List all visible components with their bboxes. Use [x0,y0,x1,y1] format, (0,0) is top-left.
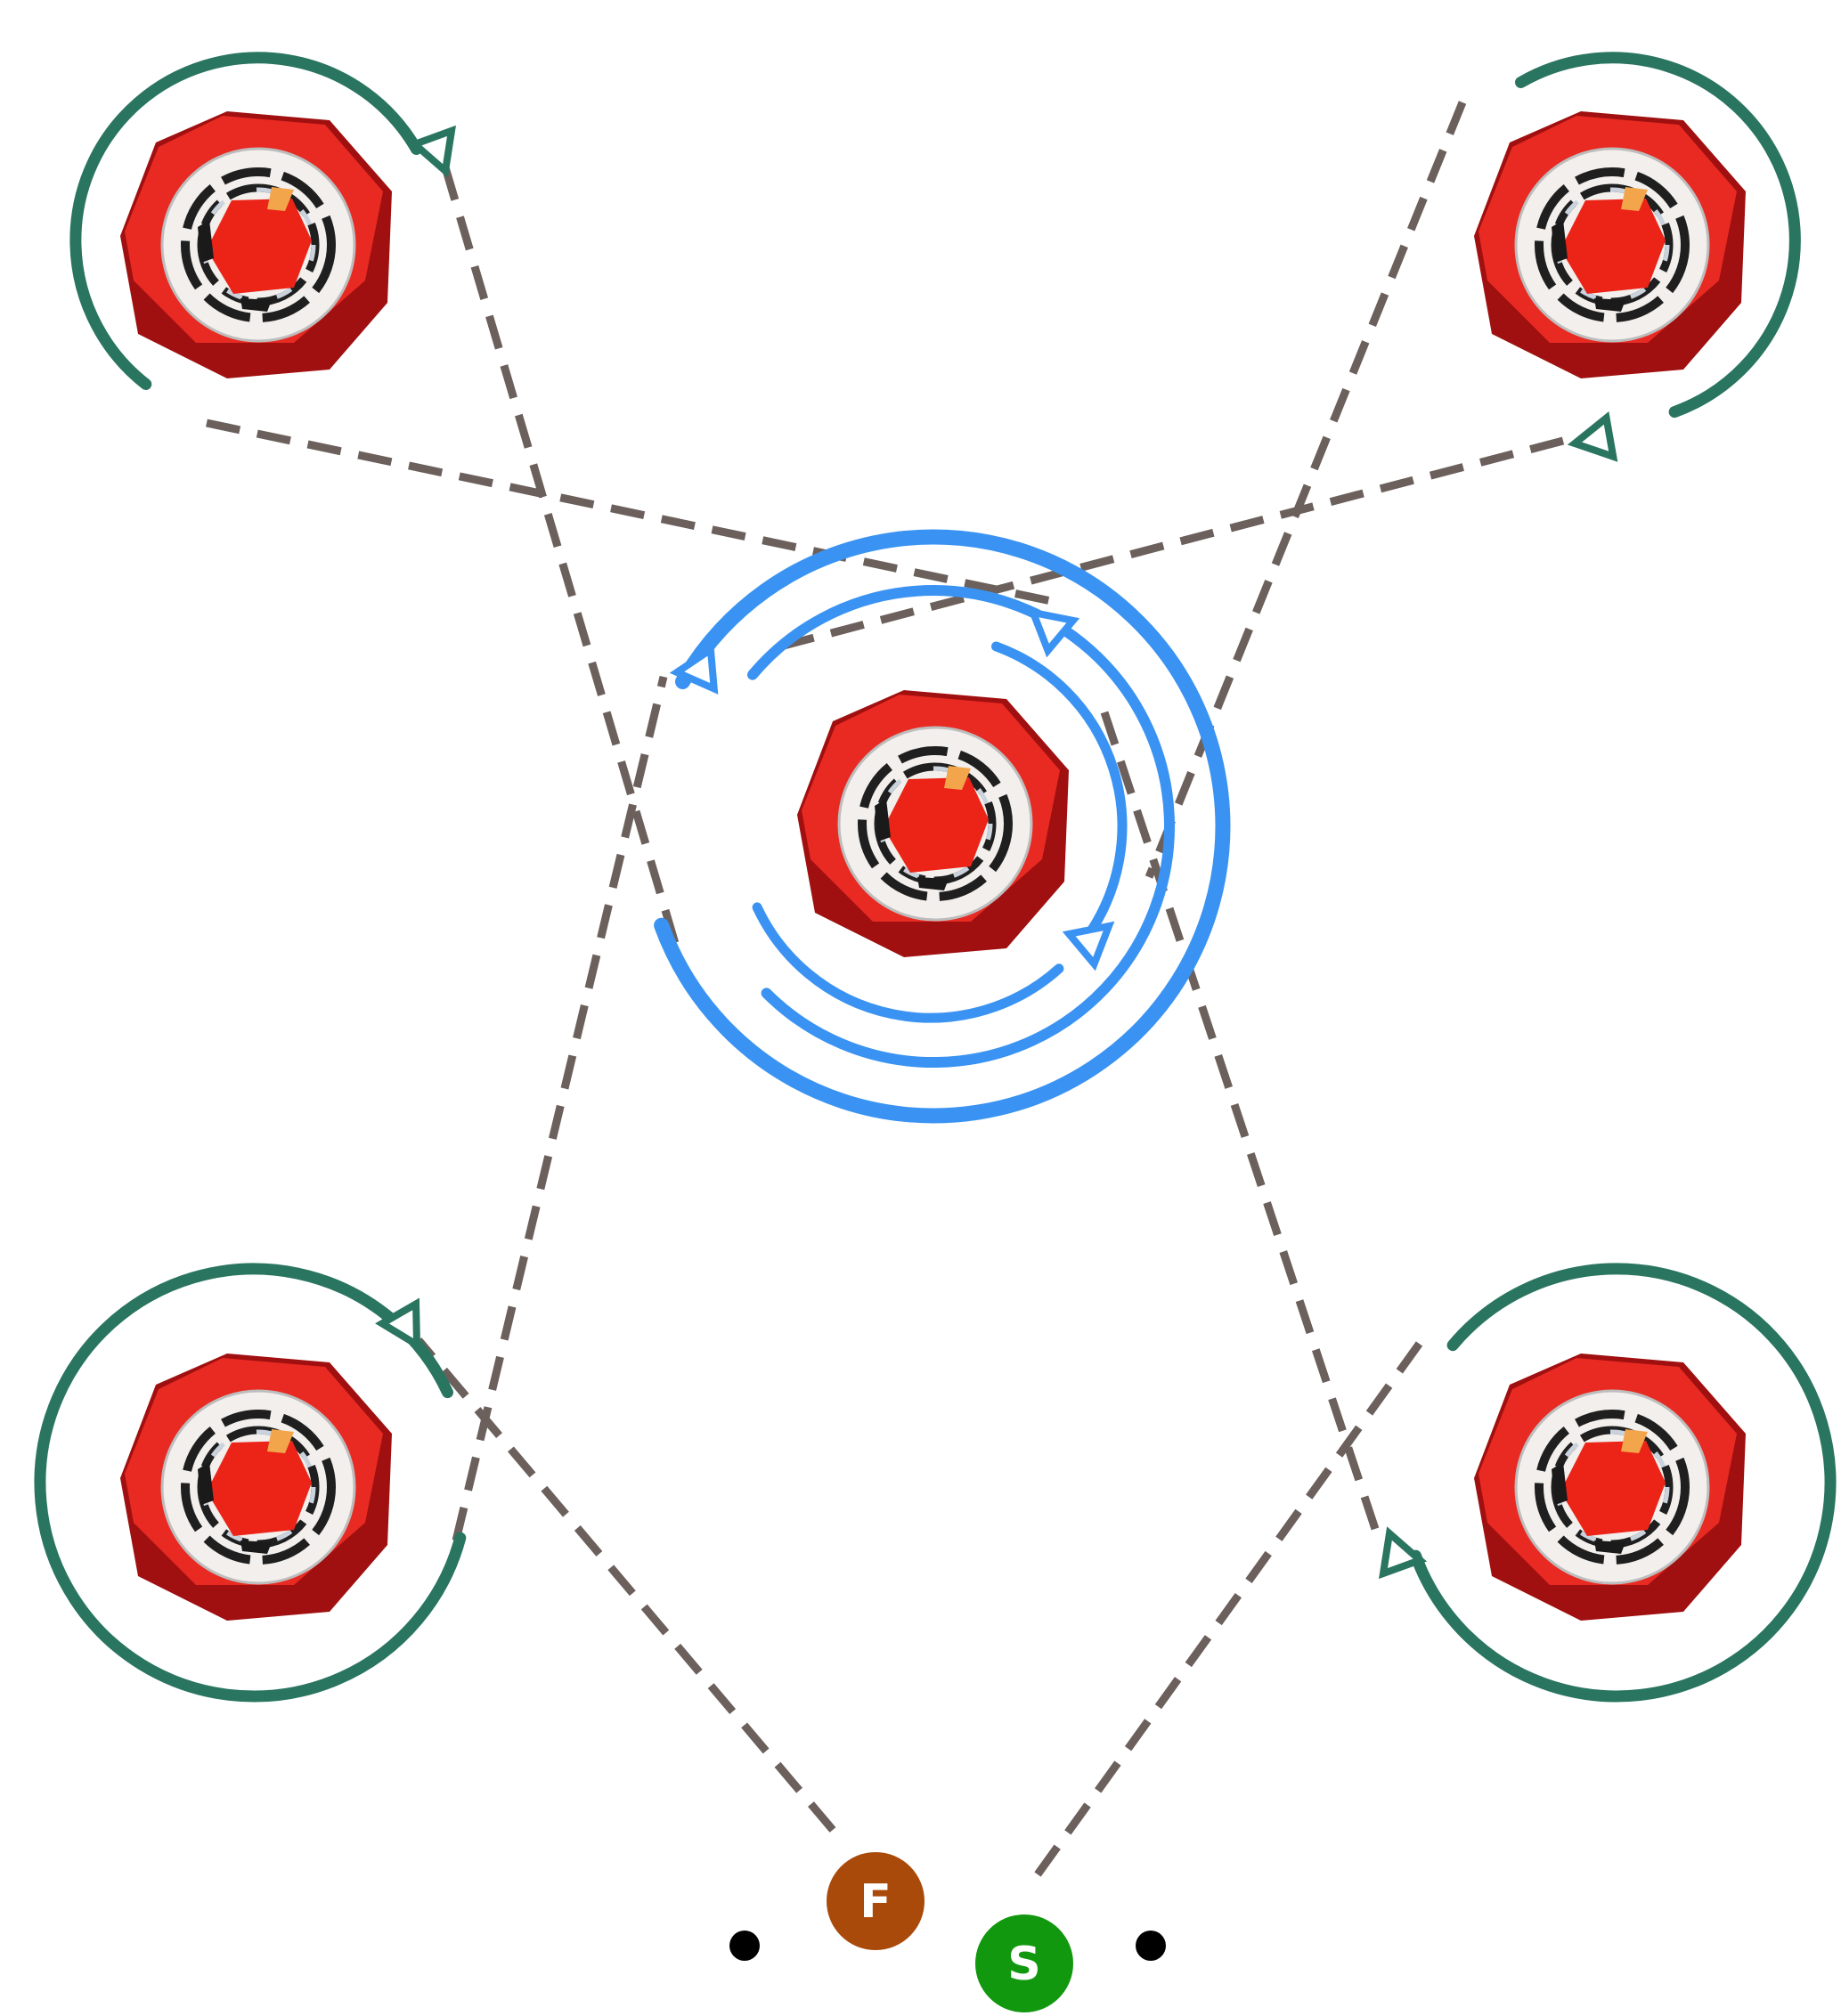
arrowhead-icon [1571,418,1613,462]
cone-with-ball-icon [120,111,392,378]
arrowhead-icon [415,131,464,178]
path-marker-s-to-bottom-right [1038,1336,1425,1874]
start-marker-f: F [827,1852,925,1950]
dot-right [1136,1931,1166,1961]
cone-with-ball-icon [1474,1353,1746,1621]
path-bottom-left-to-center [456,677,664,1540]
marker-f-label: F [859,1875,892,1929]
cone-with-ball-icon [1474,111,1746,378]
cone-with-ball-icon [120,1353,392,1621]
marker-s-label: S [1007,1938,1040,1991]
path-marker-f-to-bottom-left [419,1340,833,1830]
path-top-left-to-center-right [207,423,1051,601]
dot-left [729,1931,760,1961]
arrowhead-icon [1371,1526,1420,1573]
cone-with-ball-icon [797,690,1069,957]
path-center-to-bottom-right [1104,712,1376,1532]
start-marker-s: S [975,1914,1073,2012]
path-top-left-to-center [445,167,686,980]
path-top-right-down [1149,102,1462,877]
